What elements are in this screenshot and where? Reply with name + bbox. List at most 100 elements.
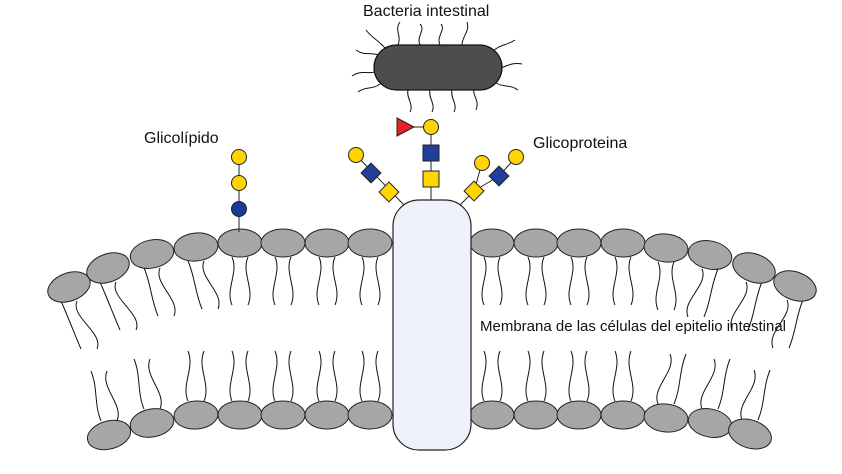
fucose-triangle-icon [396,117,416,137]
lipid-tail [148,358,162,410]
lipid-tail [272,350,278,402]
flagellum [491,39,516,53]
glycolipid-label: Glicolípido [144,130,219,147]
lipid-tail [628,256,634,306]
flagellum [451,89,456,113]
lipid-tail [187,260,203,310]
lipid-tail [332,256,338,306]
lipid-head [728,418,772,450]
lipid-tail [481,350,487,402]
lipid-tail [90,370,102,422]
lipid-tail [771,299,789,349]
lipid-tail [185,350,191,402]
lipid-head [643,233,689,263]
flagellum [494,81,519,91]
bacterium [351,21,523,113]
glycoprotein-sugar-chains [348,117,524,206]
lipid-tail [229,256,235,306]
lipid-tail [497,350,503,402]
galactose-diamond-icon [463,180,485,202]
galactose-circle-icon [348,147,364,163]
lipid-tail [656,353,672,405]
lipid-tail [525,256,531,306]
bacteria-label: Bacteria intestinal [363,3,490,20]
lipid-tail [201,350,207,402]
lipid-tail [288,256,294,306]
glcnac-square-icon [360,162,382,184]
lipid-tail [332,350,338,402]
flagellum [461,21,469,46]
galactose-circle-icon [231,175,247,191]
lipid-head [600,400,646,430]
lipid-tail [60,300,82,350]
lipid-tail [202,260,220,310]
galactose-circle-icon [508,149,524,165]
lipid-tail [133,358,145,410]
lipid-tail [245,256,251,306]
lipid-head [86,252,130,284]
flagellum [357,83,381,93]
lipid-head [643,403,689,433]
lipid-tail [359,350,365,402]
lipid-tail [75,300,99,350]
lipid-head [260,400,306,430]
flagellum [365,29,386,49]
lipid-head [129,239,175,269]
lipid-tail [541,256,547,306]
bacterium-body [373,44,503,91]
lipid-head [129,408,175,438]
lipid-heads [47,228,817,451]
lipid-head [556,228,602,258]
lipid-tail [757,369,771,421]
lipid-tail [105,370,119,422]
glycolipid-sugar-chain [231,149,247,232]
lipid-tail [568,350,574,402]
lipid-tail [747,281,763,331]
lipid-tail [686,268,704,318]
lipid-head [217,400,263,430]
lipid-tail [730,281,748,331]
glycoprotein-label: Glicoproteina [533,135,628,152]
flagellum [429,89,434,113]
lipid-tail [114,281,138,331]
lipid-tail [245,350,251,402]
lipid-tail [703,268,719,318]
lipid-tail [359,256,365,306]
flagellum [351,71,376,77]
lipid-tail [525,350,531,402]
glucose-circle-icon [231,201,247,217]
lipid-head [469,228,515,258]
glcnac-square-icon [422,144,440,162]
flagellum [418,23,423,46]
lipid-head [173,232,219,262]
lipid-head [260,228,306,258]
lipid-tail [584,256,590,306]
lipid-tail [272,256,278,306]
lipid-tail [717,358,731,410]
lipid-head [347,228,393,258]
lipid-head [347,400,393,430]
transmembrane-protein [392,199,472,451]
lipid-tail [143,267,159,317]
galactose-diamond-icon [378,181,400,203]
lipid-head [556,400,602,430]
flagellum [473,87,478,111]
lipid-tail [99,281,121,331]
flagellum [438,23,443,46]
lipid-tail [375,350,381,402]
lipid-head [304,228,350,258]
lipid-head [173,400,219,430]
mannose-square-icon [422,170,440,188]
lipid-head [86,419,132,451]
glcnac-diamond-icon [488,165,510,187]
lipid-tail [655,261,661,311]
lipid-head [773,270,817,302]
flagellum [407,89,412,113]
lipid-tail [671,261,677,311]
lipid-head [217,228,263,258]
lipid-tail [673,353,687,405]
lipid-tail [740,369,756,421]
lipid-tail [584,350,590,402]
galactose-circle-icon [423,119,439,135]
